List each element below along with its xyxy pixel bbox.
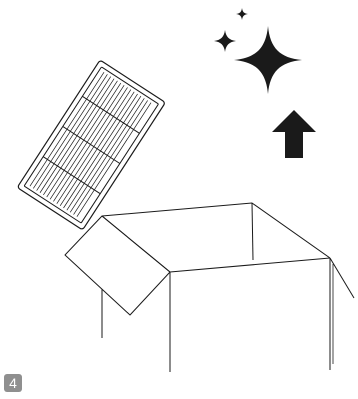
hepa-filter-icon [17, 60, 165, 230]
sparkle-icon [214, 8, 302, 94]
step-number-badge: 4 [4, 374, 22, 392]
arrow-up-icon [272, 110, 316, 158]
open-box-icon [65, 203, 354, 372]
